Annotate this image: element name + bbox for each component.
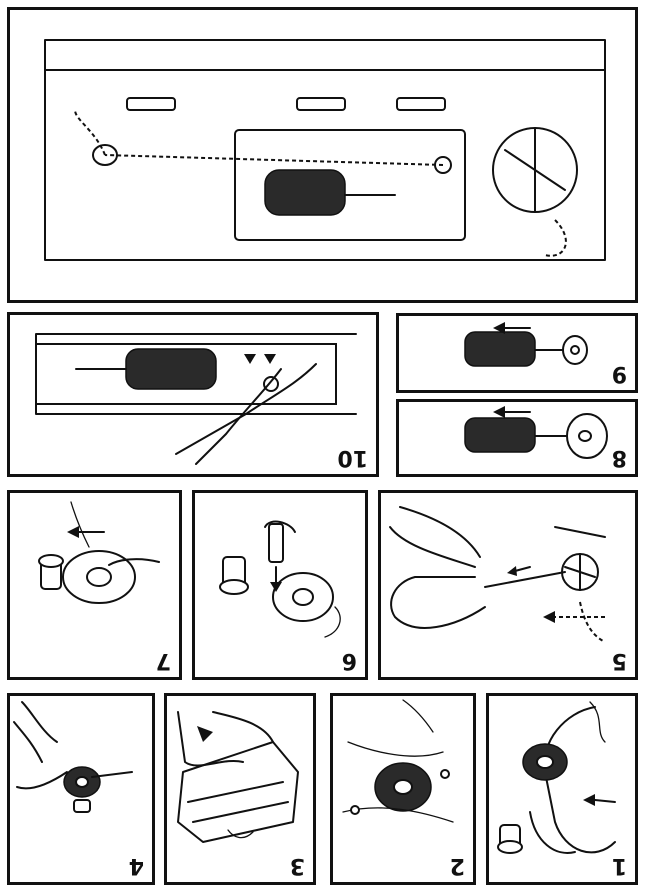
step-10-panel: 10 [7,312,379,477]
sewing-machine-top-view-illustration [44,39,606,261]
pull-thread-illustration [389,506,606,643]
bobbin-thread-cut-illustration [342,699,454,823]
step-9-panel: 9 [396,313,638,393]
step-2-panel: 2 [330,693,476,885]
remove-spool-cap-large-illustration [464,406,608,459]
hand-holding-thread-end-illustration [13,701,133,813]
step-8-panel: 8 [396,399,638,477]
step-5-panel: 5 [378,490,638,680]
push-bobbin-right-illustration [38,501,160,604]
bobbin-winder-stopper-illustration [177,711,299,843]
step-1-panel: 1 [486,693,638,885]
overview-panel [7,7,638,303]
step-4-panel: 4 [7,693,155,885]
step-7-panel: 7 [7,490,182,680]
step-6-panel: 6 [192,490,368,680]
thread-guide-illustration [35,333,357,465]
bobbin-on-winder-illustration [497,701,616,854]
place-bobbin-on-spindle-illustration [219,520,341,638]
step-3-panel: 3 [164,693,316,885]
remove-spool-cap-small-illustration [464,322,588,367]
